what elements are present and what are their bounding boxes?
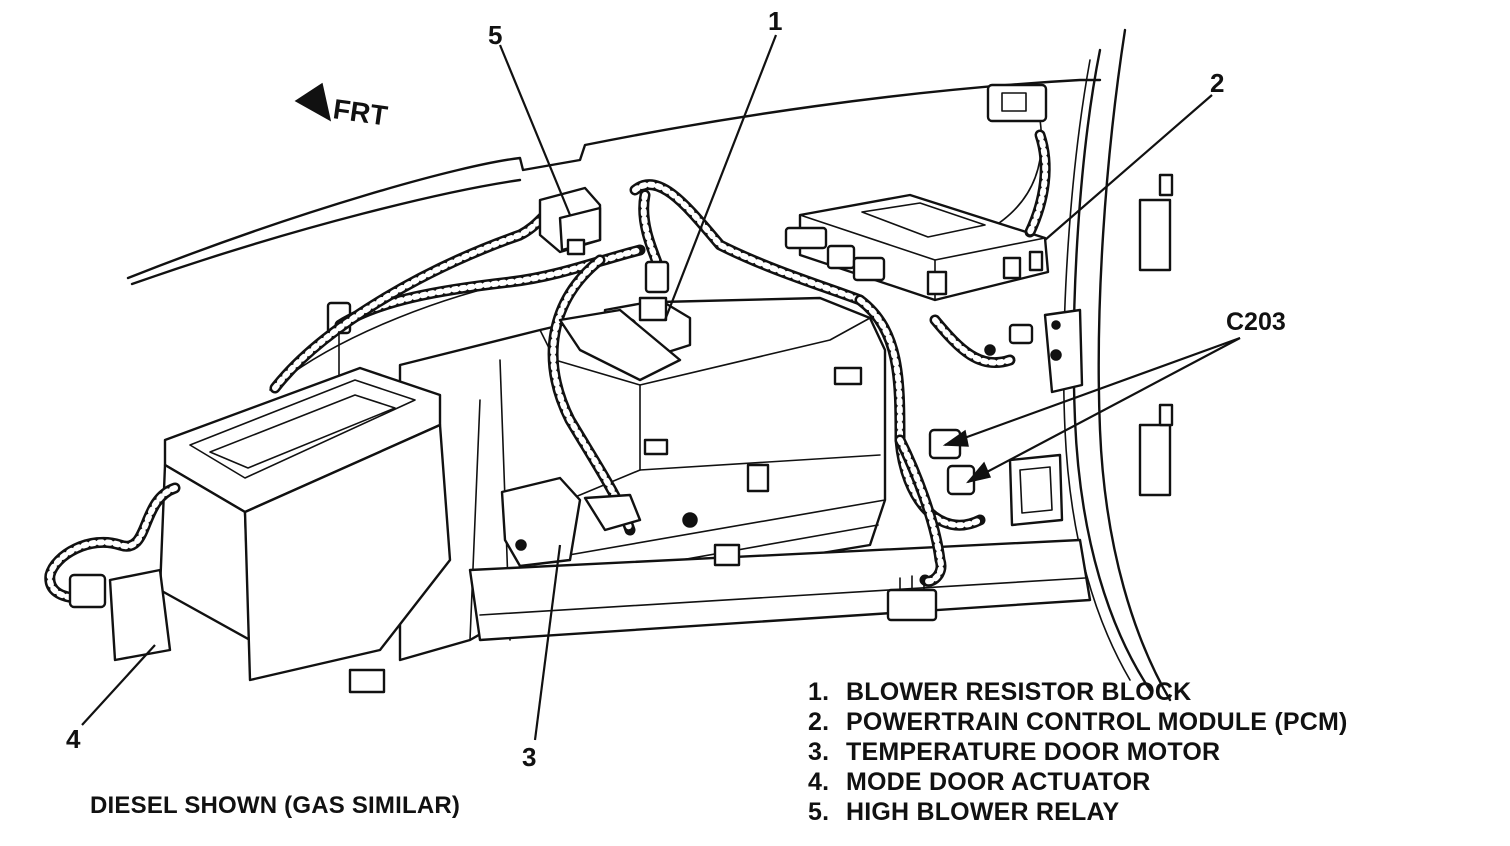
callout-1: 1 — [768, 6, 782, 36]
front-arrow-icon — [294, 82, 332, 122]
front-direction-indicator: FRT — [294, 82, 389, 132]
legend-item: 2.POWERTRAIN CONTROL MODULE (PCM) — [808, 708, 1348, 736]
powertrain-control-module — [784, 193, 1050, 302]
c203-arrowhead-upper-icon — [942, 429, 969, 447]
callout-2: 2 — [1210, 68, 1224, 98]
front-label: FRT — [331, 93, 389, 131]
c203-arrowhead-lower-icon — [965, 461, 992, 484]
legend-item: 5.HIGH BLOWER RELAY — [808, 798, 1120, 826]
air-inlet-box — [108, 366, 452, 682]
legend-item: 3.TEMPERATURE DOOR MOTOR — [808, 738, 1221, 766]
legend-item: 4.MODE DOOR ACTUATOR — [808, 768, 1151, 796]
callout-labels: 1 2 3 4 5 C203 — [66, 6, 1286, 772]
callout-3: 3 — [522, 742, 536, 772]
callout-leaders — [81, 34, 1241, 741]
callout-c203: C203 — [1226, 308, 1286, 336]
door-pillar — [986, 28, 1174, 702]
diagram-caption: DIESEL SHOWN (GAS SIMILAR) — [90, 792, 461, 819]
callout-4: 4 — [66, 724, 81, 754]
callout-5: 5 — [488, 20, 502, 50]
legend-item: 1.BLOWER RESISTOR BLOCK — [808, 678, 1192, 706]
hvac-case — [326, 296, 1092, 694]
component-legend: 1.BLOWER RESISTOR BLOCK 2.POWERTRAIN CON… — [808, 677, 1348, 827]
